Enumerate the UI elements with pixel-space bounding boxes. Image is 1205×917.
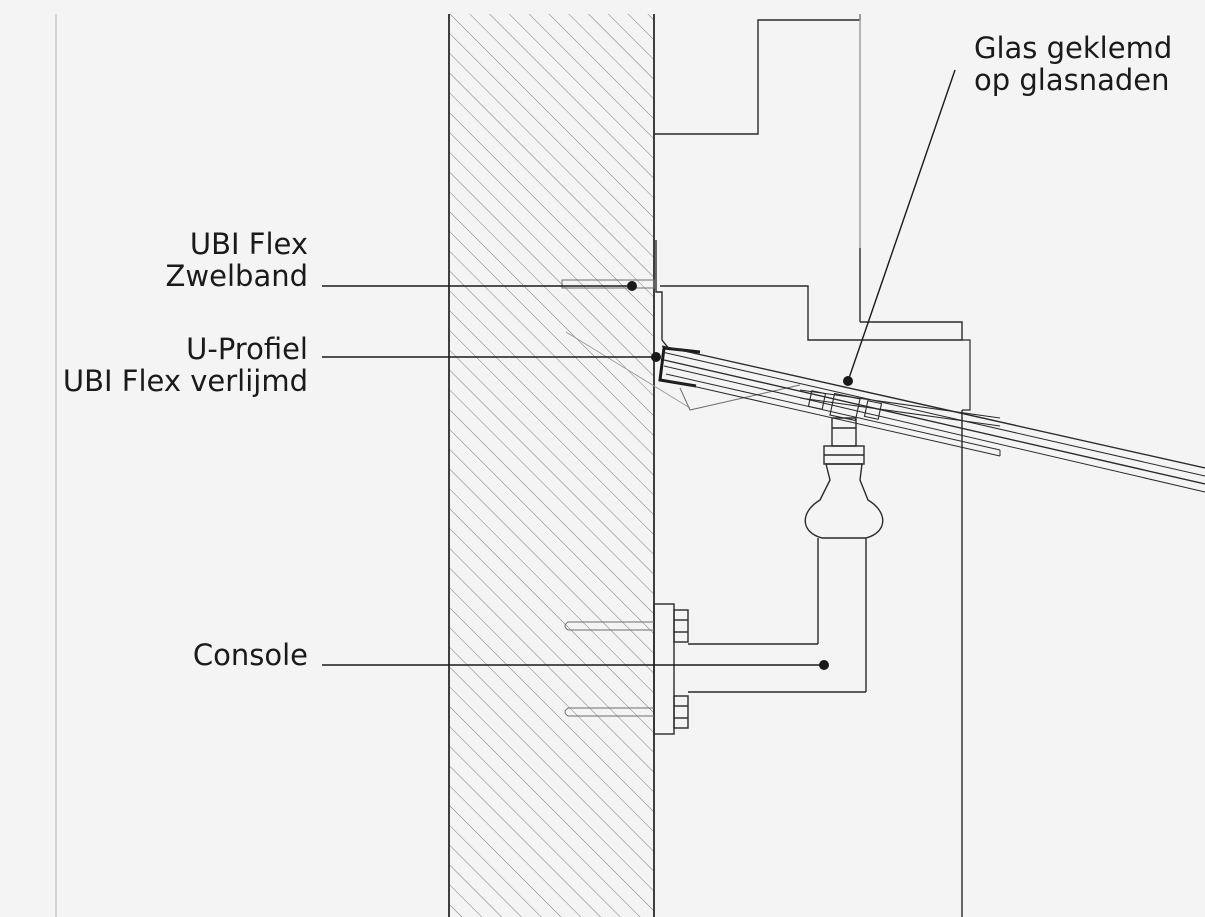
label-uprofiel-line2: UBI Flex verlijmd (62, 364, 308, 398)
glass-spigot (804, 417, 884, 692)
frame-step-profile-right (962, 339, 971, 411)
label-uprofiel: U-Profiel UBI Flex verlijmd (63, 333, 308, 397)
leader-console (322, 660, 829, 670)
frame-step-profile (660, 285, 963, 341)
label-glas-line1: Glas geklemd (974, 31, 1173, 65)
label-glas-line2: op glasnaden (974, 63, 1170, 97)
upper-frame-outline (654, 14, 861, 135)
leader-uprofiel (322, 352, 661, 362)
leader-zwelband (322, 281, 637, 291)
wall-anchors (564, 621, 654, 717)
label-console: Console (193, 639, 308, 671)
console-arm (688, 643, 866, 693)
console-base-plate (653, 603, 689, 735)
glass-support-wedge (679, 384, 801, 411)
label-uprofiel-line1: U-Profiel (186, 332, 308, 366)
zwelband-bracket (655, 240, 671, 351)
label-console-line1: Console (192, 638, 308, 672)
zwelband-strip (561, 279, 655, 289)
label-zwelband: UBI Flex Zwelband (166, 228, 308, 292)
label-glas: Glas geklemd op glasnaden (974, 32, 1172, 96)
label-zwelband-line2: Zwelband (165, 259, 308, 293)
construction-line (565, 331, 691, 409)
glass-panes (661, 345, 1205, 493)
leader-glas (843, 69, 956, 386)
concrete-wall (449, 14, 654, 917)
label-zwelband-line1: UBI Flex (189, 227, 308, 261)
glass-clamp (799, 389, 1001, 427)
